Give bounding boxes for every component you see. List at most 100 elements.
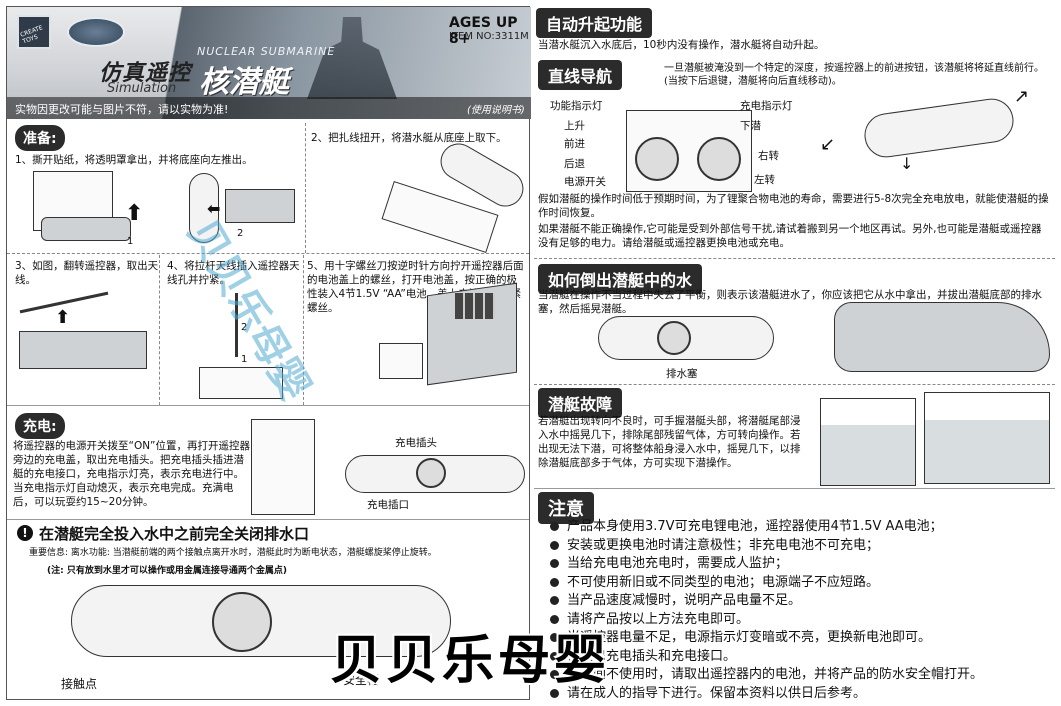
prepare-step-4: 4、将拉杆天线插入遥控器天线孔并拧紧。 bbox=[167, 260, 300, 286]
charge-badge: 充电: bbox=[15, 413, 65, 439]
bullet-icon bbox=[550, 559, 559, 568]
arrow-up-right-icon: ↗ bbox=[1014, 86, 1030, 107]
notice-list: 产品本身使用3.7V可充电锂电池，遥控器使用4节1.5V AA电池； 安装或更换… bbox=[550, 518, 1040, 703]
step1-num-1: 1 bbox=[127, 236, 134, 247]
propeller-icon bbox=[416, 458, 446, 488]
step1-num-2: 2 bbox=[237, 228, 244, 239]
safety-cap-label: 安全帽 bbox=[343, 673, 380, 687]
prepare-step-1: 1、撕开贴纸，将透明罩拿出，并将底座向左推出。 bbox=[15, 154, 253, 166]
notice-title: 注意 bbox=[538, 492, 594, 524]
brand-oval-icon bbox=[67, 17, 125, 47]
down-label: 下潜 bbox=[740, 120, 761, 132]
drain-note: (注: 只有放到水里才可以操作或用金属连接导通两个金属点) bbox=[47, 566, 287, 576]
notice-item: 请拔出充电插头和充电接口。 bbox=[550, 648, 1040, 667]
divider bbox=[159, 255, 160, 405]
notice-item: 当产品速度减慢时，说明产品电量不足。 bbox=[550, 592, 1040, 611]
fault-text: 若潜艇出现转向不良时，可手握潜艇头部，将潜艇尾部浸入水中摇晃几下，排除尾部残留气… bbox=[538, 415, 801, 469]
bullet-icon bbox=[550, 577, 559, 587]
antenna-rod-image bbox=[235, 293, 238, 357]
left-arrow-icon: ⬅ bbox=[207, 199, 221, 218]
prepare-badge: 准备: bbox=[15, 125, 65, 151]
item-number: ITEM NO:3311M bbox=[449, 31, 529, 42]
prepare-step-3: 3、如图，翻转遥控器，取出天线。 bbox=[15, 260, 159, 286]
fault-tank-image-1 bbox=[820, 398, 916, 486]
left-panel: CREATE TOYS 仿真遥控 Simulation NUCLEAR SUBM… bbox=[6, 6, 531, 700]
straight-nav-title: 直线导航 bbox=[538, 60, 623, 90]
battery-pack-icon bbox=[455, 293, 495, 319]
up-label: 上升 bbox=[564, 120, 585, 132]
auto-rise-text: 当潜水艇沉入水底后，10秒内没有操作，潜水艇将自动升起。 bbox=[538, 39, 825, 51]
propeller-icon bbox=[212, 592, 272, 652]
up-arrow-icon: ⬆ bbox=[125, 201, 144, 226]
age-label: AGES UP 8+ bbox=[449, 15, 518, 47]
submarine-bottom-image bbox=[71, 585, 451, 657]
interference-text: 如果潜艇不能正确操作,它可能是受到外部信号干扰,请试着搬到另一个地区再试。另外,… bbox=[538, 223, 1042, 249]
brand-logo-icon: CREATE TOYS bbox=[17, 15, 51, 49]
notice-item: 长时间不使用时，请取出遥控器内的电池，并将产品的防水安全帽打开。 bbox=[550, 666, 1040, 685]
disclaimer-text: 实物因更改可能与图片不符，请以实物为准! bbox=[7, 97, 531, 119]
power-label: 电源开关 bbox=[564, 176, 606, 188]
left-turn-label: 左转 bbox=[754, 174, 775, 186]
notice-item: 安装或更换电池时请注意极性；非充电电池不可充电； bbox=[550, 537, 1040, 556]
divider bbox=[303, 255, 304, 405]
notice-item: 当遥控器电量不足，电源指示灯变暗或不亮，更换新电池即可。 bbox=[550, 629, 1040, 648]
divider bbox=[7, 253, 529, 254]
notice-item: 当给充电电池充电时，需要成人监护； bbox=[550, 555, 1040, 574]
charge-light-label: 充电指示灯 bbox=[740, 100, 793, 112]
header-banner: CREATE TOYS 仿真遥控 Simulation NUCLEAR SUBM… bbox=[7, 7, 531, 119]
drain-title: 在潜艇完全投入水中之前完全关闭排水口 bbox=[39, 525, 310, 543]
manual-tag: (使用说明书) bbox=[467, 105, 525, 116]
submarine-bottom-image bbox=[598, 316, 774, 360]
submarine-base-image bbox=[41, 217, 131, 241]
remote-front-image bbox=[199, 367, 283, 399]
remote-control-image bbox=[626, 110, 752, 192]
contact-point-label: 接触点 bbox=[61, 677, 98, 691]
arrow-down-left-icon: ↙ bbox=[820, 134, 836, 155]
bullet-icon bbox=[550, 614, 559, 624]
drain-plug-label: 排水塞 bbox=[666, 368, 698, 380]
divider bbox=[7, 405, 529, 406]
arrow-down-icon: ↓ bbox=[900, 154, 914, 173]
up-arrow-icon: ⬆ bbox=[55, 307, 71, 328]
battery-cover-image bbox=[379, 343, 423, 379]
forward-label: 前进 bbox=[564, 138, 585, 150]
title-simulation-en: Simulation bbox=[107, 81, 177, 96]
battery-life-text: 假如潜艇的操作时间低于预期时间，为了锂聚合物电池的寿命，需要进行5-8次完全充电… bbox=[538, 193, 1049, 219]
title-simulation-cn: 仿真遥控 bbox=[99, 61, 192, 86]
notice-item: 请将产品按以上方法充电即可。 bbox=[550, 611, 1040, 630]
divider bbox=[534, 488, 1055, 489]
shop-watermark: 贝贝乐母婴 bbox=[330, 631, 611, 691]
divider bbox=[534, 258, 1055, 259]
submarine-charging-image bbox=[345, 455, 525, 493]
divider bbox=[305, 123, 306, 253]
divider bbox=[7, 519, 529, 520]
drain-important: 重要信息: 离水功能: 当潜艇前端的两个接触点离开水时，潜艇此时为断电状态，潜艇… bbox=[29, 548, 437, 558]
remote-charge-image bbox=[251, 419, 315, 515]
bullet-icon bbox=[550, 633, 559, 642]
pour-water-text: 当潜艇在操作不当过程中失去了平衡，则表示该潜艇进水了，你应该把它从水中拿出，并拔… bbox=[538, 289, 1042, 315]
auto-rise-title: 自动升起功能 bbox=[536, 8, 653, 38]
fault-tank-image-2 bbox=[924, 392, 1050, 484]
page-title: 核潜艇 bbox=[199, 65, 289, 100]
bullet-icon bbox=[550, 651, 559, 661]
straight-nav-text: 一旦潜艇被淹没到一个特定的深度，按遥控器上的前进按钮，该潜艇将将延直线前行。(当… bbox=[664, 63, 1044, 87]
warning-icon: ! bbox=[17, 525, 33, 541]
charge-text: 将遥控器的电源开关拨至“ON”位置，再打开遥控器旁边的充电盖，取出充电插头。把充… bbox=[13, 440, 250, 508]
back-label: 后退 bbox=[564, 158, 585, 170]
charge-port-label: 充电插口 bbox=[367, 499, 409, 511]
step4-num-1: 1 bbox=[241, 354, 248, 365]
right-panel: 自动升起功能 当潜水艇沉入水底后，10秒内没有操作，潜水艇将自动升起。 直线导航… bbox=[534, 6, 1055, 703]
title-nuclear-en: NUCLEAR SUBMARINE bbox=[197, 45, 336, 58]
func-light-label: 功能指示灯 bbox=[550, 100, 603, 112]
remote-back-image bbox=[19, 331, 147, 369]
bullet-icon bbox=[550, 522, 559, 531]
submarine-moving-image bbox=[861, 95, 1017, 161]
fault-title: 潜艇故障 bbox=[538, 388, 623, 418]
bullet-icon bbox=[550, 540, 559, 550]
bullet-icon bbox=[550, 688, 559, 698]
left-stick-icon bbox=[635, 137, 679, 181]
bullet-icon bbox=[550, 670, 559, 679]
brand-logo-text: CREATE TOYS bbox=[19, 24, 44, 46]
step4-num-2: 2 bbox=[241, 322, 248, 333]
